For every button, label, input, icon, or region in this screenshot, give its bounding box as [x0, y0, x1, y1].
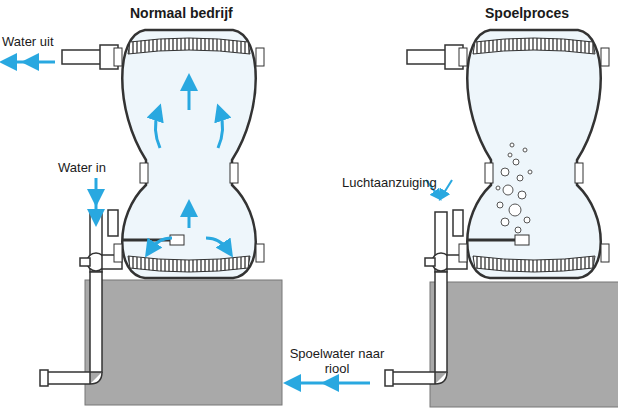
air-bubble [524, 217, 530, 223]
panel-heading: Spoelproces [485, 6, 569, 21]
filter-housing [467, 30, 601, 278]
flow-arrow [150, 238, 172, 250]
clamp [140, 163, 148, 183]
air-bubble [528, 170, 532, 174]
air-bubble [497, 202, 503, 208]
air-bubble [503, 185, 513, 195]
air-bubble [517, 175, 523, 181]
flow-arrow [442, 180, 452, 196]
flow-arrow [292, 382, 330, 385]
air-inlet [108, 210, 118, 236]
drain-elbow [390, 372, 447, 384]
bottom-screen [128, 256, 250, 272]
air-bubble [523, 148, 527, 152]
filter-housing [122, 30, 256, 278]
clamp [230, 163, 238, 183]
clamp [485, 163, 493, 183]
flow-arrow [95, 200, 98, 218]
clamp [575, 163, 583, 183]
air-bubble [501, 218, 509, 226]
drain-end [385, 370, 393, 386]
inner-nozzle [170, 235, 184, 245]
base-block [85, 280, 282, 405]
air-inlet [453, 210, 463, 236]
air-bubble [496, 186, 500, 190]
drain-pipe [90, 272, 102, 372]
top-screen [128, 38, 250, 54]
flow-arrow [218, 112, 223, 148]
flow-label: Water uit [2, 34, 54, 49]
flow-arrow [206, 238, 228, 250]
flow-arrow [155, 112, 160, 148]
air-bubble [501, 168, 509, 176]
bottom-screen [473, 256, 595, 272]
drain-pipe [435, 272, 447, 372]
clamp [601, 244, 609, 262]
flow-label: Spoelwater naar riool [282, 346, 392, 376]
flow-label: Water in [58, 160, 106, 175]
air-bubble [513, 159, 519, 165]
flow-arrow [30, 61, 55, 64]
valve-handle [425, 258, 435, 266]
valve-handle [80, 258, 90, 266]
flow-arrow [95, 178, 98, 198]
clamp [114, 244, 122, 262]
flow-arrow [330, 382, 370, 385]
base-block [430, 282, 618, 407]
air-bubble [510, 143, 514, 147]
air-bubble [509, 204, 521, 216]
panel-heading: Normaal bedrijf [130, 6, 233, 21]
air-bubble [515, 227, 521, 233]
clamp [601, 48, 609, 66]
drain-end [40, 370, 48, 386]
clamp [114, 48, 122, 66]
air-bubble [508, 153, 512, 157]
flow-arrow [188, 82, 191, 110]
air-bubble [518, 191, 526, 199]
drain-elbow [45, 372, 102, 384]
flow-arrow [188, 208, 191, 228]
clamp [256, 244, 264, 262]
clamp [459, 48, 467, 66]
top-screen [473, 38, 595, 54]
flow-label: Luchtaanzuiging [342, 175, 437, 190]
clamp [459, 244, 467, 262]
flow-arrow [8, 61, 30, 64]
inner-nozzle [515, 235, 529, 245]
clamp [256, 48, 264, 66]
